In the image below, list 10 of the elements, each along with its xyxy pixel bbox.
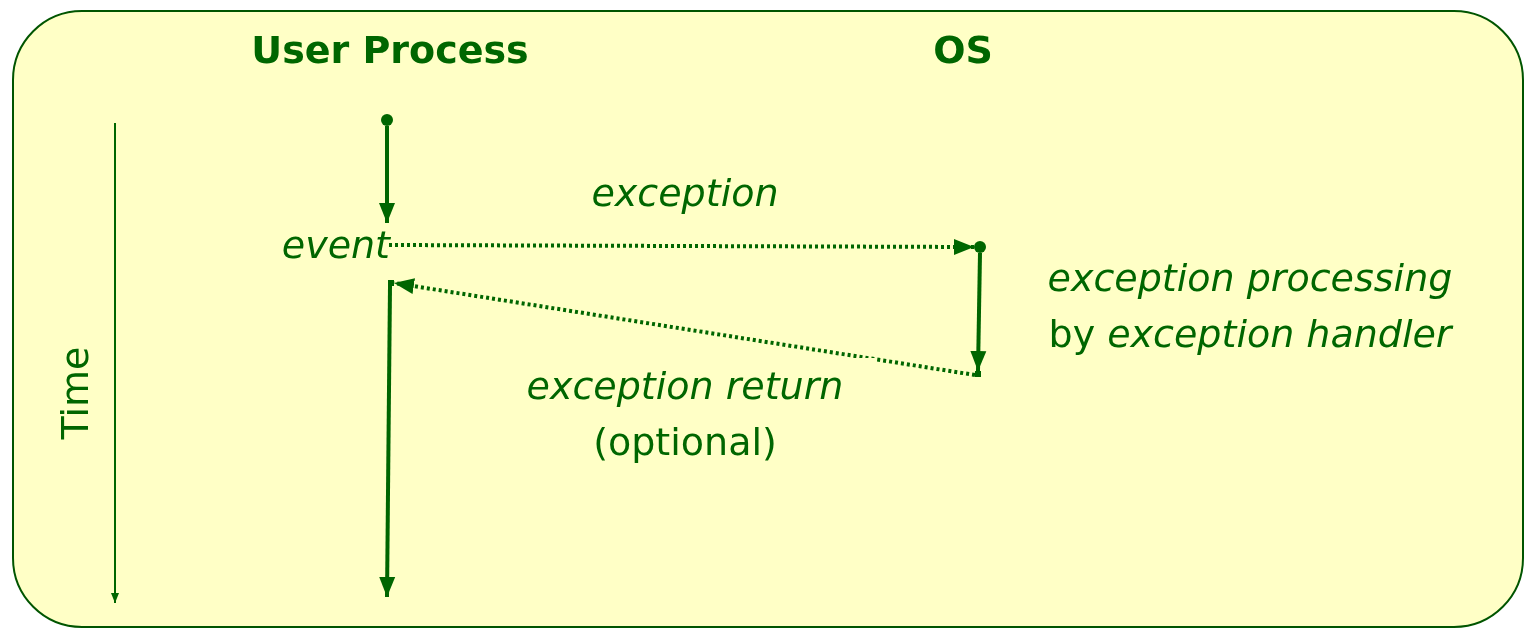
arrow [379,126,395,223]
arrow [393,278,976,377]
arrow [389,238,974,255]
axis-label: Time [52,346,98,440]
note-text: exception processing by exception handler [1046,255,1455,358]
arrow [379,286,396,597]
column-heading: User Process [251,27,529,74]
event-point: event [240,222,390,268]
column-heading: OS [933,27,993,74]
arrow [970,252,987,372]
